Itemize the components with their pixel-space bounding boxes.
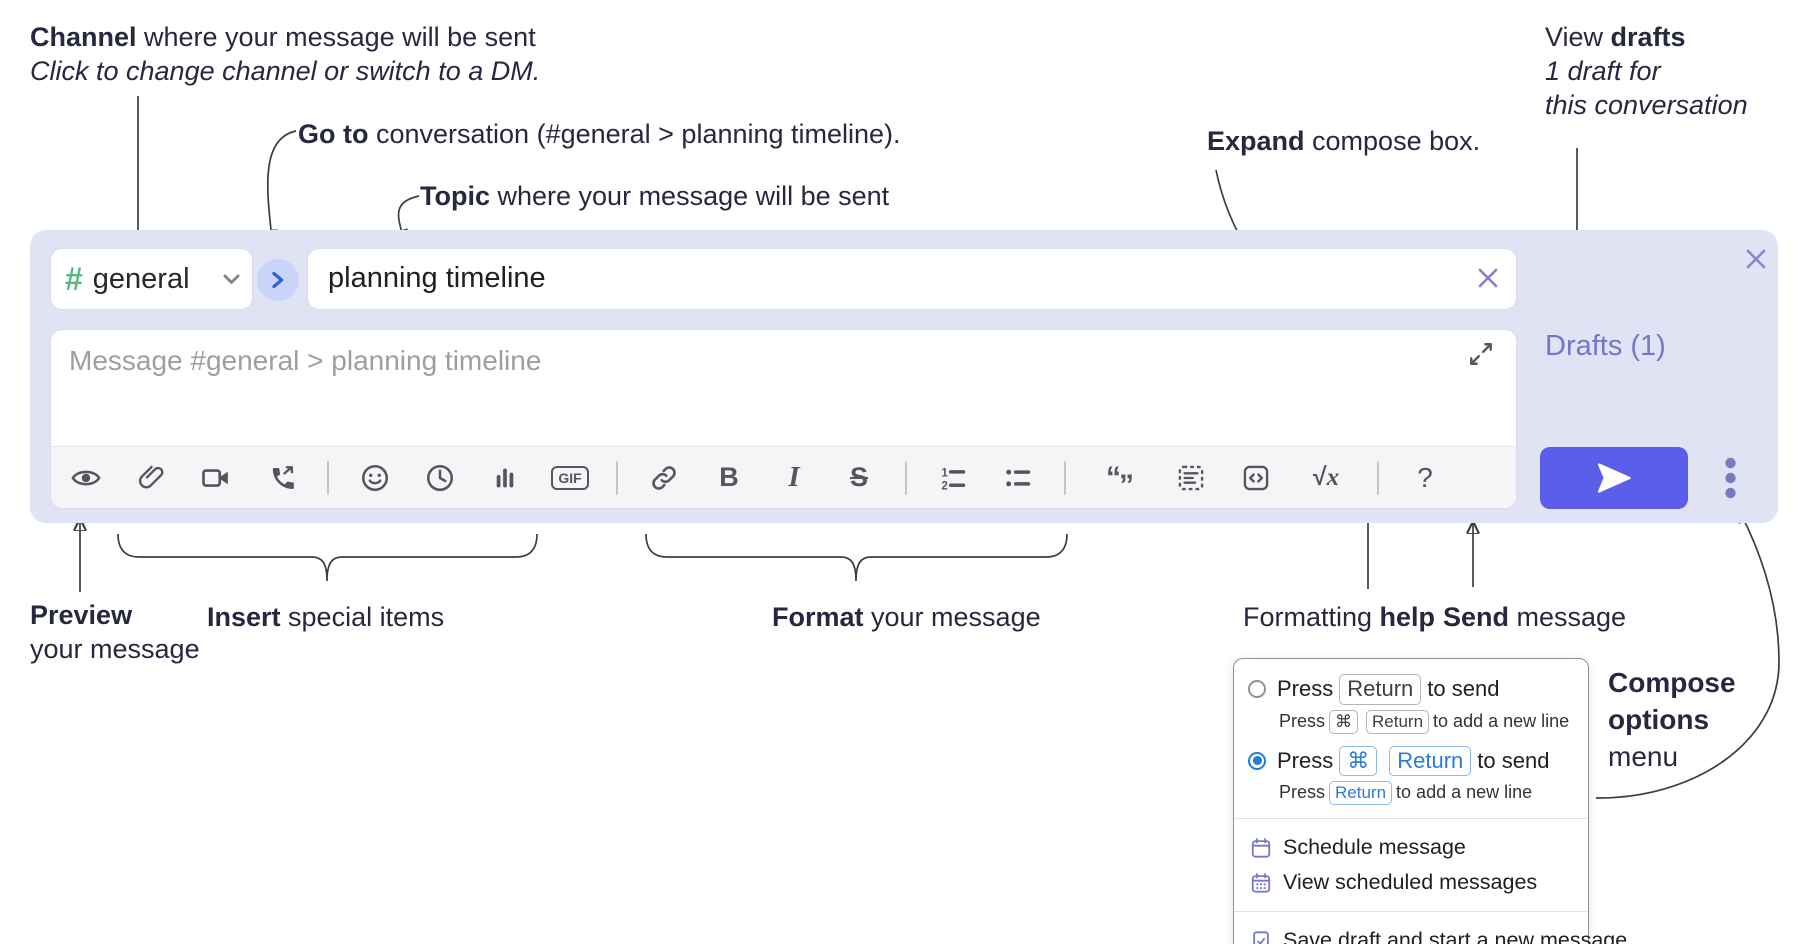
- callout-topic: Topic where your message will be sent: [420, 181, 890, 211]
- clear-topic-icon[interactable]: [1476, 266, 1500, 290]
- math-icon[interactable]: √x: [1312, 463, 1340, 491]
- strikethrough-icon[interactable]: S: [849, 462, 868, 492]
- message-input[interactable]: Message #general > planning timeline: [69, 345, 542, 376]
- preview-eye-icon[interactable]: [67, 456, 105, 500]
- brace-format: [645, 533, 1068, 582]
- audio-call-icon[interactable]: [262, 456, 300, 500]
- document-check-icon: [1253, 931, 1269, 944]
- compose-options-dots-button[interactable]: [1710, 449, 1750, 507]
- topic-input[interactable]: [328, 249, 1458, 307]
- callout-expand: Expand compose box.: [1207, 126, 1481, 156]
- callout-send-message: Send message: [1443, 602, 1627, 632]
- save-draft-new-message-item[interactable]: Save draft and start a new message: [1248, 923, 1627, 944]
- toolbar-divider: [327, 460, 329, 495]
- svg-text:2: 2: [941, 479, 948, 491]
- expand-compose-icon[interactable]: [1468, 341, 1494, 367]
- message-box: Message #general > planning timeline: [50, 329, 1517, 509]
- cmd-key: ⌘: [1329, 709, 1359, 734]
- bold-icon[interactable]: B: [719, 462, 739, 492]
- paper-plane-icon: [1597, 463, 1631, 493]
- callout-view-drafts: View drafts 1 draft for this conversatio…: [1545, 22, 1748, 120]
- help-icon[interactable]: ?: [1417, 461, 1433, 493]
- return-key: Return: [1339, 674, 1422, 705]
- connector-goto: [268, 130, 297, 240]
- code-icon[interactable]: [1237, 456, 1275, 500]
- return-key: Return: [1329, 781, 1393, 806]
- callout-preview: Preview your message: [30, 600, 200, 664]
- return-key: Return: [1389, 745, 1472, 777]
- emoji-icon[interactable]: [356, 456, 394, 500]
- compose-box: # general Message #general > planning ti…: [30, 230, 1778, 523]
- close-compose-icon[interactable]: [1743, 246, 1769, 272]
- channel-name: general: [92, 262, 190, 295]
- calendar-icon: [1251, 837, 1271, 858]
- radio-enter-to-send[interactable]: [1248, 680, 1266, 699]
- calendar-days-icon: [1251, 872, 1271, 893]
- brace-insert: [117, 533, 538, 582]
- send-button[interactable]: [1540, 447, 1688, 509]
- return-key: Return: [1366, 709, 1430, 734]
- gif-icon[interactable]: GIF: [551, 456, 589, 500]
- callout-compose-options: Compose options menu: [1608, 667, 1736, 772]
- global-time-icon[interactable]: [421, 456, 459, 500]
- view-scheduled-messages-item[interactable]: View scheduled messages: [1248, 865, 1574, 900]
- quote-icon[interactable]: “”: [1106, 460, 1134, 502]
- radio-cmd-enter-to-send[interactable]: [1248, 751, 1266, 770]
- callout-channel: Channel where your message will be sent …: [30, 22, 541, 86]
- svg-text:1: 1: [941, 466, 948, 479]
- link-icon[interactable]: [645, 456, 683, 500]
- toolbar-divider: [1064, 460, 1066, 495]
- toolbar-divider: [1377, 460, 1379, 495]
- toolbar-divider: [616, 460, 618, 495]
- schedule-message-item[interactable]: Schedule message: [1248, 830, 1574, 865]
- callout-formatting-help: Formatting help: [1243, 602, 1436, 632]
- callout-format: Format your message: [772, 602, 1041, 632]
- cmd-key: ⌘: [1339, 745, 1378, 777]
- channel-hash-icon: #: [65, 261, 83, 297]
- callout-goto: Go to conversation (#general > planning …: [298, 119, 901, 149]
- drafts-link[interactable]: Drafts (1): [1545, 330, 1666, 362]
- italic-icon[interactable]: I: [788, 461, 800, 493]
- vertical-dots-icon: [1724, 457, 1736, 499]
- chevron-down-icon: [223, 274, 240, 284]
- topic-field: [307, 248, 1517, 310]
- chevron-right-icon: [272, 271, 284, 289]
- spoiler-icon[interactable]: [1172, 456, 1210, 500]
- callout-insert: Insert special items: [207, 602, 445, 632]
- attach-paperclip-icon[interactable]: [132, 456, 170, 500]
- poll-icon[interactable]: [486, 456, 524, 500]
- video-call-icon[interactable]: [197, 456, 235, 500]
- goto-conversation-button[interactable]: [257, 259, 299, 301]
- bulleted-list-icon[interactable]: [999, 456, 1037, 500]
- channel-selector[interactable]: # general: [50, 248, 253, 310]
- toolbar-divider: [905, 460, 907, 495]
